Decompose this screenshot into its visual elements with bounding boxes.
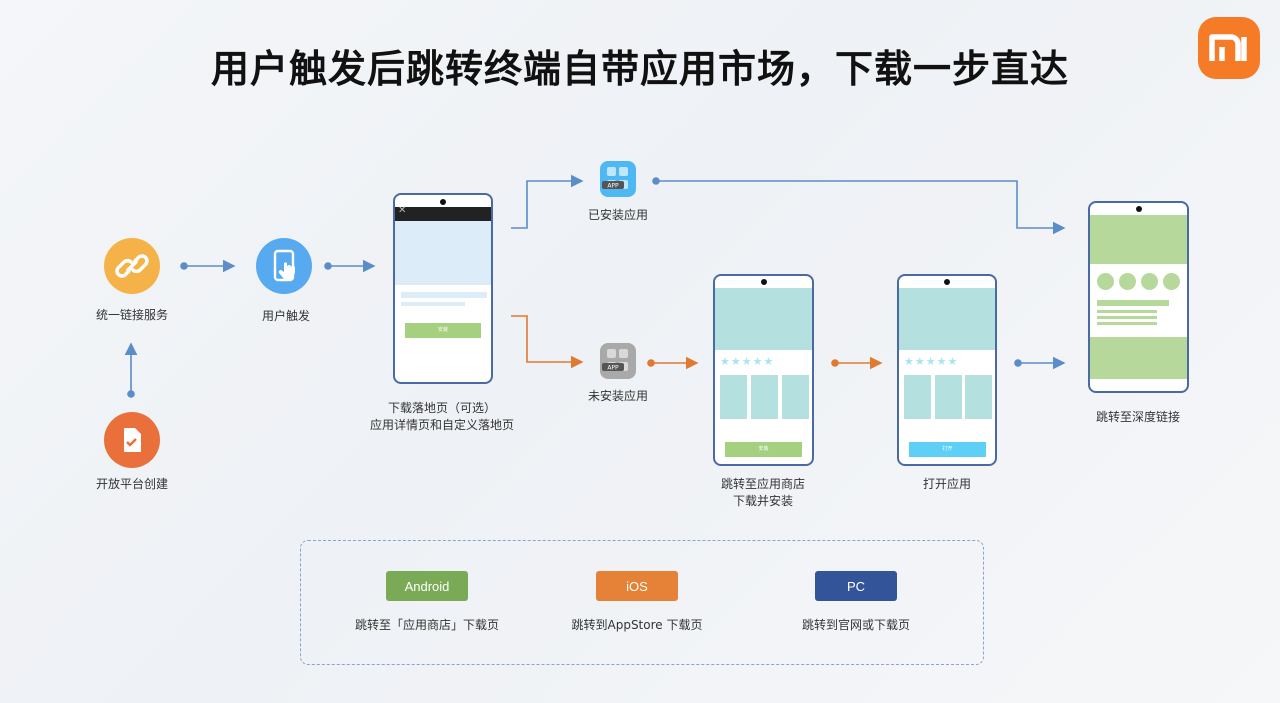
close-icon: ✕ — [398, 205, 407, 216]
link-service-node — [104, 238, 160, 294]
text-line — [1097, 300, 1169, 306]
text-line — [401, 302, 465, 306]
screenshot-thumb — [782, 375, 809, 419]
landing-page-label-line2: 应用详情页和自定义落地页 — [369, 418, 514, 432]
screenshot-thumb — [965, 375, 992, 419]
install-button: 安装 — [725, 442, 802, 457]
not-installed-app-icon: APP — [600, 343, 636, 379]
app-store-label-line2: 下载并安装 — [732, 494, 793, 508]
text-line — [1097, 310, 1157, 313]
open-app-label: 打开应用 — [922, 477, 971, 491]
phone-camera — [944, 279, 950, 285]
user-trigger-node — [256, 238, 312, 294]
avatar-dot — [1163, 273, 1180, 290]
store-banner — [899, 288, 995, 350]
landing-page-phone: ✕ 安装 — [393, 193, 493, 384]
open-app-phone: ★★★★★ 打开 — [897, 274, 997, 466]
deep-link-phone — [1088, 201, 1189, 393]
app-store-label-line1: 跳转至应用商店 — [720, 477, 805, 491]
phone-status-bar: ✕ — [395, 205, 491, 221]
document-check-icon — [124, 428, 141, 452]
open-button: 打开 — [909, 442, 986, 457]
not-installed-app-icon-text: APP — [607, 365, 619, 372]
phone-camera — [1135, 206, 1142, 212]
screenshot-thumb — [720, 375, 747, 419]
deep-link-content — [1090, 337, 1187, 379]
app-grid-icon: APP — [602, 349, 628, 372]
installed-app-icon-text: APP — [607, 183, 619, 190]
phone-tap-icon — [273, 249, 295, 282]
landing-page-label-line1: 下载落地页（可选） — [387, 401, 496, 415]
android-badge: Android — [386, 571, 468, 601]
screenshot-thumb — [904, 375, 931, 419]
platform-create-label: 开放平台创建 — [95, 477, 168, 491]
not-installed-label: 未安装应用 — [587, 389, 648, 403]
platform-create-node — [104, 412, 160, 468]
text-line — [401, 292, 487, 298]
phone-camera — [440, 199, 446, 205]
rating-stars: ★★★★★ — [720, 355, 775, 368]
mi-logo — [1198, 17, 1260, 79]
screenshot-thumb — [751, 375, 778, 419]
avatar-dot — [1119, 273, 1136, 290]
landing-banner — [395, 221, 491, 285]
pc-badge: PC — [815, 571, 897, 601]
user-trigger-label: 用户触发 — [261, 309, 310, 323]
avatar-dot — [1141, 273, 1158, 290]
screenshot-thumb — [935, 375, 962, 419]
ios-desc: 跳转到AppStore 下载页 — [571, 618, 703, 632]
installed-app-icon: APP — [600, 161, 636, 197]
link-service-label: 统一链接服务 — [95, 308, 168, 322]
landing-page-label: 下载落地页（可选） 应用详情页和自定义落地页 — [352, 400, 532, 434]
phone-camera — [760, 279, 767, 285]
app-store-phone: ★★★★★ 安装 — [713, 274, 814, 466]
app-store-label: 跳转至应用商店 下载并安装 — [683, 476, 843, 510]
installed-label: 已安装应用 — [587, 208, 648, 222]
text-line — [1097, 316, 1157, 319]
deep-link-banner — [1090, 215, 1187, 264]
text-line — [1097, 322, 1157, 325]
page-title: 用户触发后跳转终端自带应用市场，下载一步直达 — [210, 47, 1069, 91]
platform-legend — [300, 540, 984, 665]
android-desc: 跳转至「应用商店」下载页 — [354, 618, 499, 632]
app-grid-icon: APP — [602, 167, 628, 190]
mi-logo-mark — [1209, 34, 1247, 61]
deep-link-label: 跳转至深度链接 — [1095, 410, 1180, 424]
ios-badge: iOS — [596, 571, 678, 601]
rating-stars: ★★★★★ — [904, 355, 959, 368]
store-banner — [715, 288, 812, 350]
link-icon — [115, 254, 149, 278]
avatar-dot — [1097, 273, 1114, 290]
pc-desc: 跳转到官网或下载页 — [801, 618, 910, 632]
install-button: 安装 — [405, 323, 481, 338]
